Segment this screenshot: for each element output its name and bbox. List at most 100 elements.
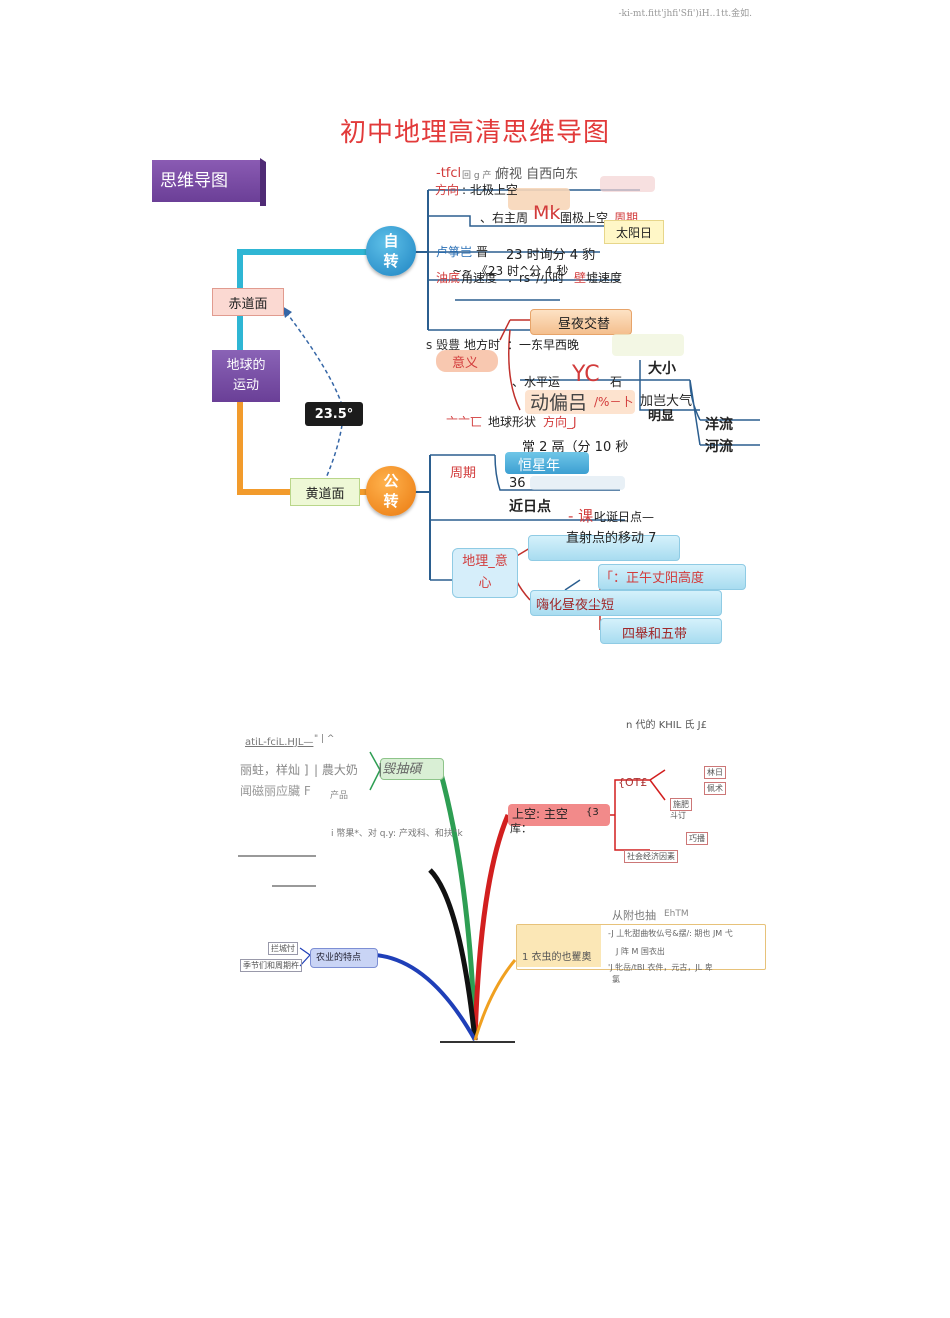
rot-shape-prefix: 亠亠匸 <box>446 415 483 429</box>
map2-left-1b: " | ^ <box>314 734 335 744</box>
rot-angular-speed: 角速度 <box>461 271 498 285</box>
rot-linear-mark: 壁 <box>574 271 587 285</box>
rot-shape-direction: 方向_J <box>543 415 577 429</box>
map2-red-node <box>508 804 610 826</box>
map2-info-label: 1 衣虫的也矍奧 <box>522 952 592 963</box>
page-title: 初中地理高清思维导图 <box>339 118 610 148</box>
page-header: -ki-mt.fitt'jhfi'Sfi')iH..1tt.金如. <box>618 9 752 19</box>
map2-top-label: n 代的 KHIL 氏 J£ <box>626 720 707 731</box>
map2-left-1: atiL-fciL.HJL— <box>245 737 314 748</box>
map2-left-3: 闻磁丽应臟 F <box>240 784 311 798</box>
rot-direction-sub: 回 g 产 ] <box>462 171 498 181</box>
solar-day-box: 太阳日 <box>604 220 664 244</box>
map2-r-b: 佩术 <box>704 782 726 795</box>
map2-info-line-2: J 阵 M 国衣出 <box>616 947 665 956</box>
rot-blur-2 <box>612 334 684 356</box>
map2-r-ot: {OT£ <box>618 776 648 789</box>
direct-point-pill <box>528 535 680 561</box>
revolution-node: 公 转 <box>366 466 416 516</box>
map2-mid-b: {3 <box>586 807 599 818</box>
earth-shape: 地球形状 <box>488 415 537 429</box>
map2-agri-a: 拦城忖 <box>268 942 298 955</box>
sidereal-year: 恒星年 <box>518 458 560 474</box>
rivers: 河流 <box>705 439 733 455</box>
rot-obvious: 明显 <box>648 409 675 424</box>
seasons-and-zones: 四舉和五带 <box>622 627 688 642</box>
perihelion: 近日点 <box>509 499 551 515</box>
deflection-pill <box>525 390 635 414</box>
rev-blur-1 <box>530 476 625 490</box>
rot-deflection-sub: /%－卜 <box>594 395 634 409</box>
equator-plane-node: 赤道面 <box>212 288 284 316</box>
map2-left-2: 丽蛀，样灿 ] <box>240 763 309 777</box>
rot-sidereal-sub: 晋 <box>476 245 489 259</box>
noon-sun-pill <box>598 564 746 590</box>
map2-left-3b: 产品 <box>330 791 349 801</box>
map2-agri-c: 农业的特点 <box>316 953 362 963</box>
ocean-currents: 洋流 <box>705 417 733 433</box>
map2-info-line-1: -J 丄牝甜曲牧仏号&摆/: 期也 JM 弋 <box>608 929 733 938</box>
map2-r-f: 社会经济因素 <box>624 850 678 863</box>
day-night-pill <box>530 309 632 335</box>
map2-agri-node <box>310 948 378 968</box>
rot-direction-top: 俯视 自西向东 <box>496 167 579 182</box>
map2-r-d: 斗订 <box>670 811 686 820</box>
rot-sidereal-label: 卢箏岂 <box>436 245 473 259</box>
rotation-node: 自 转 <box>366 226 416 276</box>
map2-agri-b: 季节们和周期杵 <box>240 959 302 972</box>
aphelion: 叱诞日点— <box>594 510 655 524</box>
rot-blur-1 <box>600 176 655 192</box>
map2-r-c: 施肥 <box>670 798 692 811</box>
map2-r-h: EhTM <box>664 909 689 919</box>
rot-period-prefix: 、右主周 <box>480 211 529 225</box>
rot-direction-pill <box>508 188 570 210</box>
rot-speed-label: 油底 <box>436 271 461 285</box>
map2-left-2c: |毁抽碩 <box>378 762 422 777</box>
rev-period-time: 常 2 鬲（分 10 秒 <box>522 440 629 455</box>
rot-linear-speed: 墟速度 <box>586 271 623 285</box>
geo-meaning-node: 地理_意 心 <box>452 548 518 598</box>
rot-meaning: 意义 <box>452 356 479 371</box>
map2-info-label-bg <box>517 925 601 967</box>
noon-sun-height: 「：正午丈阳高度 <box>600 571 705 586</box>
tilt-angle-label: 23.5° <box>305 402 363 426</box>
map2-info-line-4: 氯 <box>612 975 620 984</box>
rot-size: 大小 <box>648 361 676 377</box>
rot-local-prefix: s 毁豊 <box>426 338 461 352</box>
rot-local-time: 地方时 <box>464 338 501 352</box>
earth-motion-center-node: 地球的 运动 <box>212 350 280 402</box>
sidereal-year-pill <box>505 452 589 474</box>
rot-solar-time: ~~ 《23 时^分 4 秒 <box>452 264 569 278</box>
mindmap-badge: 思维导图 <box>152 160 260 202</box>
map2-r-a: 林日 <box>704 766 726 779</box>
map2-green-node <box>380 758 444 780</box>
seasons-pill <box>600 618 722 644</box>
map2-r-g: 从附也抽 <box>612 909 656 922</box>
rev-period-label: 周期 <box>450 466 477 481</box>
rot-sidereal-time: 23 时询分 4 豹 <box>506 248 596 263</box>
meaning-pill <box>436 350 498 372</box>
rot-horizontal-move: 、水平运 <box>512 375 561 389</box>
rot-atmosphere: 加岂大气 <box>640 394 693 409</box>
rot-east-early: ：一东早西晚 <box>507 338 580 352</box>
rot-direction-north: : 北极上空 <box>462 183 518 197</box>
rot-yc: YC <box>572 362 600 387</box>
day-length-change: 嗨化昼夜尘短 <box>536 598 615 613</box>
rot-direction-code: -tfcl <box>436 166 462 181</box>
map2-mid-a: 上空: 主空 <box>512 807 568 821</box>
rot-deflection: 动偏吕 <box>530 392 588 414</box>
ecliptic-plane-node: 黄道面 <box>290 478 360 506</box>
map2-mid-c: 库： <box>510 822 532 835</box>
rot-angular-value: ：rs°/小时 <box>507 271 565 285</box>
day-length-pill <box>530 590 722 616</box>
map2-left-2b: | 農大奶 <box>314 763 358 777</box>
map2-r-e: 巧播 <box>686 832 708 845</box>
rev-days: 36 <box>509 476 526 491</box>
day-night-alternation: 昼夜交替 <box>558 317 611 332</box>
rot-stone: 石 <box>610 375 623 389</box>
rot-mk: Mk <box>533 202 561 224</box>
map2-left-4: i 幣果*、对 q.y: 产戏科、和扶“k <box>331 829 463 839</box>
direct-point-movement: 直射点的移动 7 <box>566 531 657 546</box>
badge-shadow <box>260 158 266 206</box>
rot-south-pole: 圍极上空 <box>560 211 609 225</box>
